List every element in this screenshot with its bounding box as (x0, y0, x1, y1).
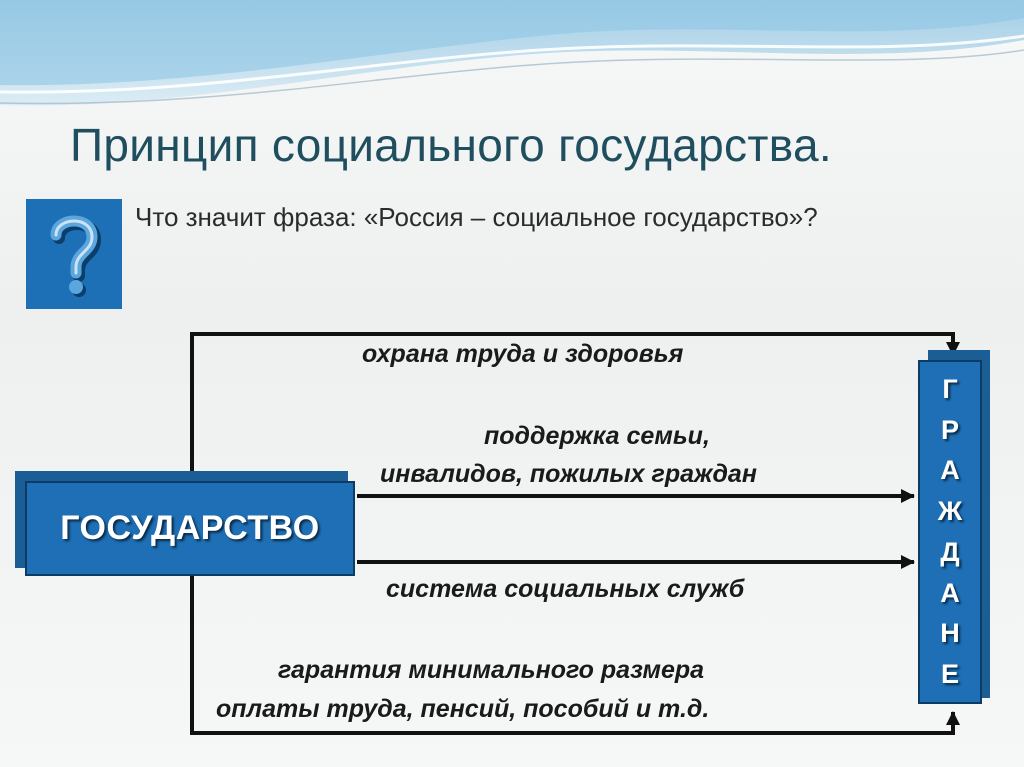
citizens-letter: Д (940, 536, 960, 567)
question-text: Что значит фраза: «Россия – социальное г… (135, 202, 818, 232)
citizens-box: Г Р А Ж Д А Н Е (918, 360, 982, 704)
citizens-letter: Г (942, 373, 958, 404)
citizens-letter: Е (940, 659, 959, 690)
state-box: ГОСУДАРСТВО (25, 481, 355, 576)
link-label-social-services: система социальных служб (386, 575, 745, 603)
question-box (26, 199, 122, 309)
citizens-letter: А (940, 577, 960, 608)
wave-decoration (0, 0, 1024, 106)
state-label: ГОСУДАРСТВО (60, 509, 320, 547)
connector-top (190, 332, 960, 482)
citizens-letter: Н (940, 618, 960, 649)
citizens-letter: Ж (937, 496, 963, 527)
link-label-family-support-line1: поддержка семьи, (484, 422, 710, 450)
citizens-letter: Р (940, 414, 959, 445)
link-label-min-wage-line2: оплаты труда, пенсий, пособий и т.д. (216, 695, 710, 723)
link-label-family-support-line2: инвалидов, пожилых граждан (380, 460, 757, 488)
link-label-labor-health: охрана труда и здоровья (362, 340, 684, 368)
slide-title: Принцип социального государства. (70, 119, 832, 171)
citizens-letter: А (940, 455, 960, 486)
link-label-min-wage-line1: гарантия минимального размера (278, 656, 705, 684)
connector-bottom (190, 576, 960, 735)
question-mark-icon (50, 215, 102, 297)
